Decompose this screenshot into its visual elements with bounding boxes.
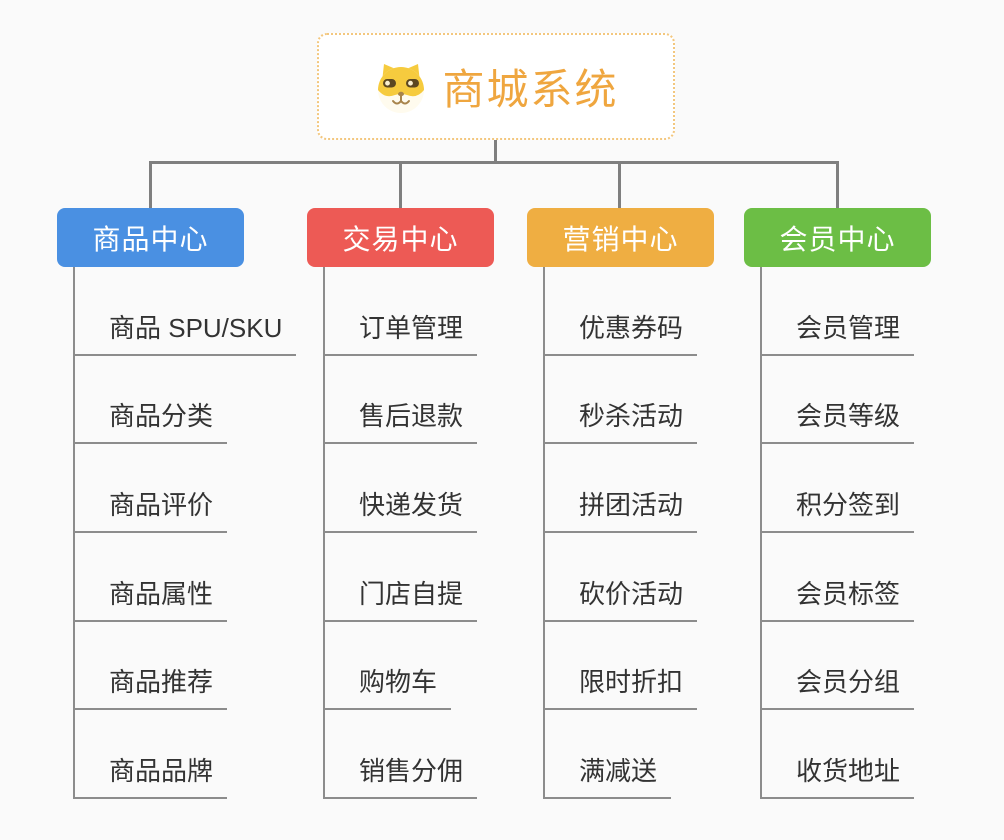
- tree-item[interactable]: 满减送: [545, 710, 672, 800]
- tree-item[interactable]: 商品推荐: [75, 622, 228, 711]
- root-title: 商城系统: [442, 66, 619, 113]
- tree-item[interactable]: 商品属性: [75, 533, 228, 622]
- branch-node-members[interactable]: 会员中心: [744, 208, 931, 267]
- connector-trunk: [494, 140, 497, 163]
- tree-item[interactable]: 收货地址: [762, 710, 915, 800]
- tree-item[interactable]: 拼团活动: [545, 444, 698, 534]
- tree-item[interactable]: 优惠券码: [545, 267, 698, 356]
- tree-item[interactable]: 会员标签: [762, 533, 915, 622]
- tree-item-label: 会员标签: [796, 578, 901, 609]
- connector-drop: [149, 161, 152, 209]
- tree-item-label: 订单管理: [359, 312, 464, 343]
- tree-item[interactable]: 会员管理: [762, 267, 915, 356]
- tree-item-label: 砍价活动: [579, 578, 684, 609]
- tree-item-label: 门店自提: [359, 578, 464, 609]
- tree-item[interactable]: 商品 SPU/SKU: [75, 267, 297, 356]
- tree-item-label: 快递发货: [359, 490, 464, 521]
- shiba-dog-icon: [378, 63, 425, 113]
- tree-item[interactable]: 积分签到: [762, 444, 915, 534]
- branch-column-products: 商品中心 商品 SPU/SKU 商品分类 商品评价 商品属性 商品推荐 商品品牌: [57, 208, 297, 800]
- tree-item-label: 售后退款: [359, 401, 464, 432]
- tree-item-label: 优惠券码: [579, 312, 684, 343]
- tree-item-label: 购物车: [359, 667, 438, 698]
- tree-item[interactable]: 商品品牌: [75, 710, 228, 800]
- tree-item-label: 商品 SPU/SKU: [109, 312, 283, 343]
- tree-item-label: 积分签到: [796, 490, 901, 521]
- tree-item-label: 商品分类: [109, 401, 214, 432]
- branch-column-trade: 交易中心 订单管理 售后退款 快递发货 门店自提 购物车 销售分佣: [307, 208, 494, 800]
- tree-item-label: 销售分佣: [359, 756, 464, 787]
- tree-item[interactable]: 限时折扣: [545, 622, 698, 711]
- tree-item-label: 收货地址: [796, 756, 901, 787]
- branch-item-list: 订单管理 售后退款 快递发货 门店自提 购物车 销售分佣: [323, 267, 478, 800]
- branch-node-marketing[interactable]: 营销中心: [527, 208, 714, 267]
- tree-item-label: 商品品牌: [109, 756, 214, 787]
- branch-node-trade[interactable]: 交易中心: [307, 208, 494, 267]
- root-node[interactable]: 商城系统: [317, 33, 675, 140]
- tree-item[interactable]: 购物车: [325, 622, 452, 711]
- tree-item-label: 满减送: [579, 756, 658, 787]
- connector-drop: [836, 161, 839, 209]
- branch-item-list: 优惠券码 秒杀活动 拼团活动 砍价活动 限时折扣 满减送: [543, 267, 698, 800]
- tree-item[interactable]: 快递发货: [325, 444, 478, 534]
- tree-item-label: 秒杀活动: [579, 401, 684, 432]
- tree-item-label: 商品评价: [109, 490, 214, 521]
- tree-item-label: 商品属性: [109, 578, 214, 609]
- tree-item[interactable]: 门店自提: [325, 533, 478, 622]
- tree-item-label: 会员管理: [796, 312, 901, 343]
- tree-item-label: 拼团活动: [579, 490, 684, 521]
- tree-item[interactable]: 会员等级: [762, 356, 915, 445]
- tree-item[interactable]: 商品评价: [75, 444, 228, 534]
- branch-column-members: 会员中心 会员管理 会员等级 积分签到 会员标签 会员分组 收货地址: [744, 208, 931, 800]
- connector-horizontal: [149, 161, 839, 164]
- tree-item[interactable]: 商品分类: [75, 356, 228, 445]
- tree-item[interactable]: 销售分佣: [325, 710, 478, 800]
- tree-item[interactable]: 订单管理: [325, 267, 478, 356]
- tree-item-label: 商品推荐: [109, 667, 214, 698]
- branch-item-list: 会员管理 会员等级 积分签到 会员标签 会员分组 收货地址: [760, 267, 915, 800]
- tree-item[interactable]: 秒杀活动: [545, 356, 698, 445]
- connector-drop: [399, 161, 402, 209]
- tree-item-label: 会员等级: [796, 401, 901, 432]
- connector-drop: [618, 161, 621, 209]
- tree-item[interactable]: 砍价活动: [545, 533, 698, 622]
- branch-column-marketing: 营销中心 优惠券码 秒杀活动 拼团活动 砍价活动 限时折扣 满减送: [527, 208, 714, 800]
- tree-item-label: 限时折扣: [579, 667, 684, 698]
- branch-item-list: 商品 SPU/SKU 商品分类 商品评价 商品属性 商品推荐 商品品牌: [73, 267, 297, 800]
- tree-item[interactable]: 会员分组: [762, 622, 915, 711]
- tree-item-label: 会员分组: [796, 667, 901, 698]
- tree-item[interactable]: 售后退款: [325, 356, 478, 445]
- branch-node-products[interactable]: 商品中心: [57, 208, 244, 267]
